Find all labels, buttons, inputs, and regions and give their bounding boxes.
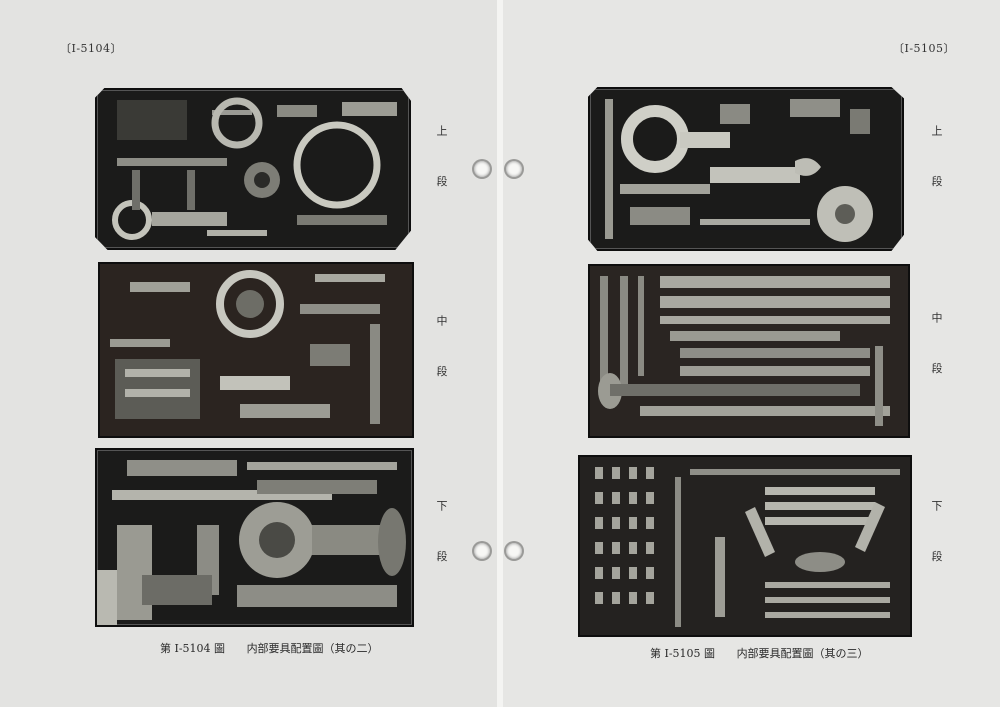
- left-tier-middle-label: 中 段: [435, 315, 448, 395]
- right-lower-tray-photo: [578, 455, 912, 637]
- left-figure-caption: 第 I-5104 圖 内部要具配置圖（其の二）: [160, 640, 397, 656]
- left-tier-lower-label: 下 段: [435, 500, 448, 580]
- left-upper-tray-tools: [112, 97, 397, 240]
- right-binding-hole-top: [506, 161, 522, 177]
- left-lower-tray-photo: [95, 448, 414, 627]
- right-upper-tray-photo: [588, 87, 904, 251]
- right-tier-lower-label: 下 段: [930, 500, 943, 580]
- left-binding-hole-bottom: [474, 543, 490, 559]
- right-figure-caption: 第 I-5105 圖 内部要具配置圖（其の三）: [650, 645, 887, 661]
- left-tier-upper-label: 上 段: [435, 125, 448, 205]
- right-tier-upper-label: 上 段: [930, 125, 943, 205]
- left-caption-figure-number: 第 I-5104 圖: [160, 642, 226, 655]
- left-upper-tray-photo: [95, 88, 411, 250]
- left-caption-title: 内部要具配置圖（其の二）: [246, 642, 379, 655]
- right-lower-tray-tools: [580, 457, 910, 635]
- page-gutter: [497, 0, 503, 707]
- right-middle-tray-tools: [590, 266, 908, 436]
- right-caption-figure-number: 第 I-5105 圖: [650, 647, 716, 660]
- left-middle-tray-tools: [100, 264, 412, 436]
- left-page: 〔I-5104〕 上 段: [0, 0, 497, 707]
- left-middle-tray-photo: [98, 262, 414, 438]
- left-page-number: 〔I-5104〕: [60, 42, 123, 55]
- right-binding-hole-bottom: [506, 543, 522, 559]
- right-caption-title: 内部要具配置圖（其の三）: [736, 647, 869, 660]
- left-binding-hole-top: [474, 161, 490, 177]
- right-page-number: 〔I-5105〕: [893, 42, 956, 55]
- right-upper-tray-tools: [605, 99, 873, 242]
- right-tier-middle-label: 中 段: [930, 312, 943, 392]
- left-lower-tray-tools: [97, 460, 406, 625]
- right-middle-tray-photo: [588, 264, 910, 438]
- right-page: 〔I-5105〕 上 段: [503, 0, 1000, 707]
